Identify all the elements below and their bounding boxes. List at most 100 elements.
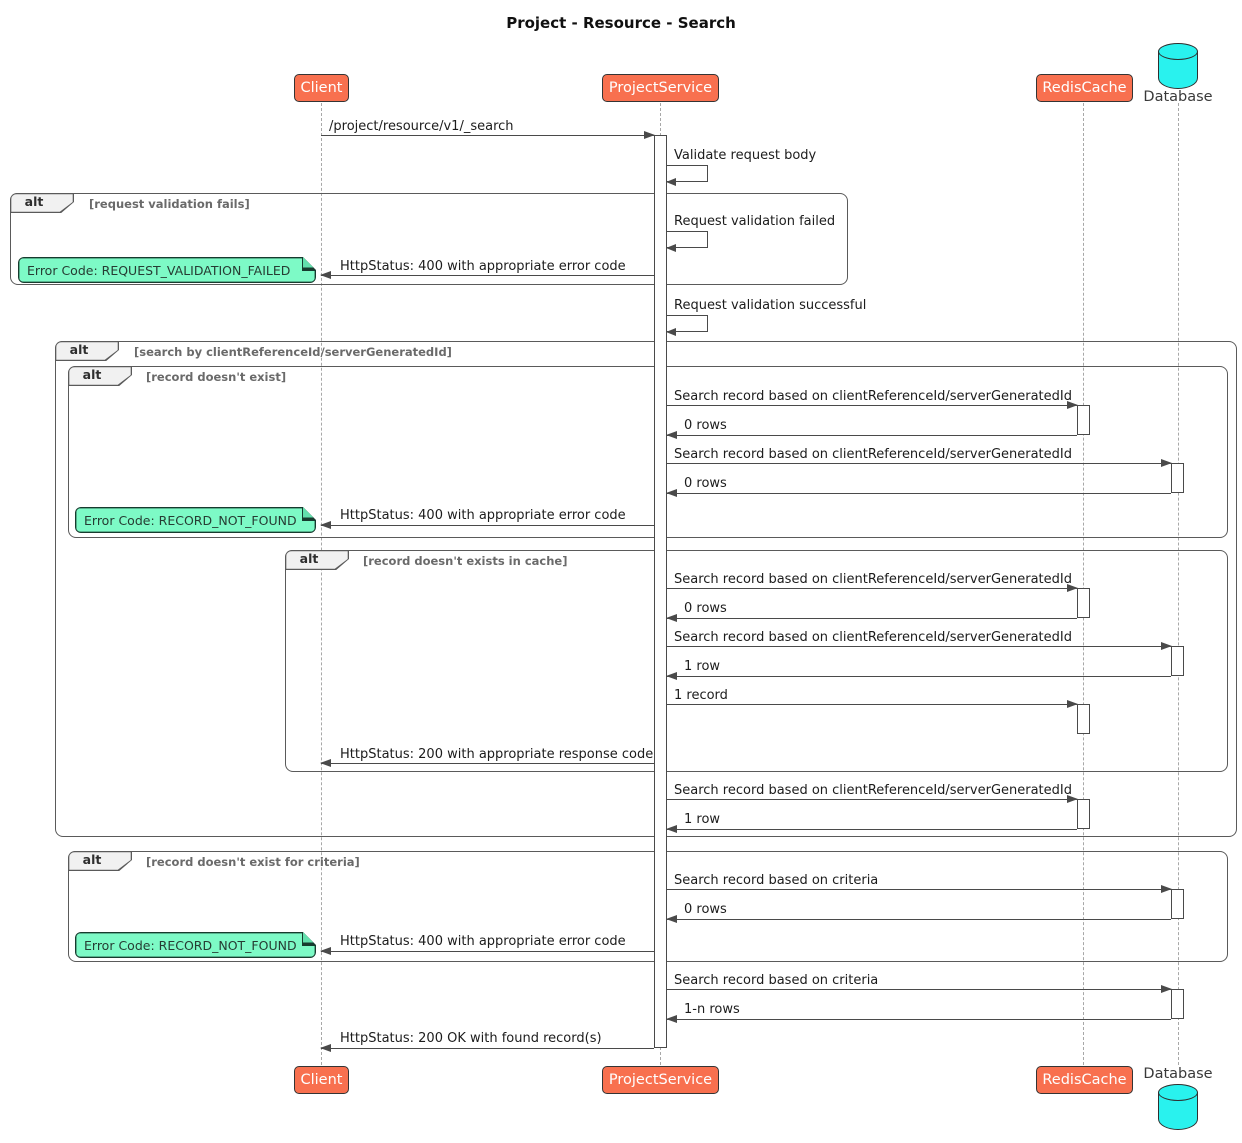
message-label: HttpStatus: 400 with appropriate error c… [340, 508, 626, 523]
participant-projectservice-bottom: ProjectService [602, 1066, 719, 1094]
participant-client-bottom: Client [294, 1066, 349, 1094]
frame-condition: [request validation fails] [89, 197, 250, 211]
message-arrow [666, 430, 1077, 439]
note-fold-icon [302, 932, 314, 943]
message-label: 0 rows [684, 418, 727, 433]
message-arrow [667, 641, 1172, 650]
frame-alt-record-doesnt-exist: alt [record doesn't exist] [68, 366, 1228, 538]
activation-database [1171, 989, 1184, 1019]
message-arrow [320, 520, 654, 529]
self-message-arrow [666, 165, 708, 187]
participant-rediscache-top: RedisCache [1036, 74, 1133, 102]
frame-label: alt [24, 194, 44, 209]
activation-database [1171, 463, 1184, 493]
frame-condition: [search by clientReferenceId/serverGener… [134, 345, 452, 359]
message-label: 1-n rows [684, 1002, 740, 1017]
note-fold-icon [302, 257, 314, 268]
frame-label: alt [82, 852, 102, 867]
message-arrow [667, 583, 1078, 592]
message-label: Request validation failed [674, 214, 836, 229]
message-label: 1 row [684, 659, 721, 674]
frame-alt-request-validation-fails: alt [request validation fails] [10, 193, 848, 285]
participant-rediscache-bottom: RedisCache [1036, 1066, 1133, 1094]
message-arrow [666, 914, 1171, 923]
message-label: Search record based on clientReferenceId… [674, 783, 1072, 798]
message-label: HttpStatus: 400 with appropriate error c… [340, 934, 626, 949]
message-arrow [320, 270, 654, 279]
message-label: HttpStatus: 400 with appropriate error c… [340, 259, 626, 274]
message-label: /project/resource/v1/_search [329, 119, 514, 134]
message-label: Search record based on criteria [674, 873, 879, 888]
activation-projectservice [654, 135, 667, 1048]
message-arrow [666, 824, 1077, 833]
message-label: Validate request body [674, 148, 817, 163]
message-label: Search record based on clientReferenceId… [674, 389, 1072, 404]
activation-rediscache [1077, 588, 1090, 618]
self-message-arrow [666, 231, 708, 253]
note-text: Error Code: REQUEST_VALIDATION_FAILED [27, 262, 291, 278]
database-cylinder-icon [1158, 1084, 1198, 1130]
message-arrow [667, 400, 1078, 409]
message-label: Search record based on criteria [674, 973, 879, 988]
message-label: 0 rows [684, 476, 727, 491]
note-request-validation-failed: Error Code: REQUEST_VALIDATION_FAILED [18, 257, 316, 283]
message-arrow [666, 671, 1171, 680]
participant-database-bottom-label: Database [1143, 1066, 1213, 1082]
activation-rediscache [1077, 799, 1090, 829]
frame-label-tag: alt [55, 341, 119, 361]
message-arrow [321, 130, 655, 139]
message-arrow [667, 794, 1078, 803]
note-record-not-found-1: Error Code: RECORD_NOT_FOUND [75, 507, 316, 533]
message-label: HttpStatus: 200 with appropriate respons… [340, 747, 654, 762]
lifeline-rediscache [1083, 103, 1084, 1065]
note-text: Error Code: RECORD_NOT_FOUND [84, 937, 297, 953]
activation-database [1171, 889, 1184, 919]
frame-label: alt [82, 367, 102, 382]
message-arrow [320, 758, 654, 767]
activation-rediscache [1077, 405, 1090, 435]
message-arrow [666, 613, 1077, 622]
message-label: Search record based on clientReferenceId… [674, 447, 1072, 462]
database-cylinder-top [1158, 43, 1198, 60]
message-arrow [667, 699, 1078, 708]
message-label: 0 rows [684, 601, 727, 616]
activation-database [1171, 646, 1184, 676]
note-record-not-found-2: Error Code: RECORD_NOT_FOUND [75, 932, 316, 958]
self-message-arrow [666, 315, 708, 337]
frame-condition: [record doesn't exists in cache] [363, 554, 568, 568]
frame-condition: [record doesn't exist] [146, 370, 287, 384]
frame-label-tag: alt [68, 851, 132, 871]
message-label: Request validation successful [674, 298, 867, 313]
note-text: Error Code: RECORD_NOT_FOUND [84, 512, 297, 528]
activation-rediscache [1077, 704, 1090, 734]
message-arrow [666, 488, 1171, 497]
participant-projectservice-top: ProjectService [602, 74, 719, 102]
frame-condition: [record doesn't exist for criteria] [146, 855, 360, 869]
diagram-title: Project - Resource - Search [506, 14, 736, 32]
message-arrow [667, 884, 1172, 893]
frame-alt-no-record-for-criteria: alt [record doesn't exist for criteria] [68, 851, 1228, 962]
message-arrow [667, 458, 1172, 467]
frame-label: alt [69, 342, 89, 357]
message-label: Search record based on clientReferenceId… [674, 630, 1072, 645]
message-label: Search record based on clientReferenceId… [674, 572, 1072, 587]
message-label: 1 row [684, 812, 721, 827]
note-fold-icon [302, 507, 314, 518]
lifeline-client [321, 103, 322, 1065]
frame-label: alt [299, 551, 319, 566]
frame-alt-search-by-ids: alt [search by clientReferenceId/serverG… [55, 341, 1237, 837]
frame-label-tag: alt [68, 366, 132, 386]
database-cylinder-top [1158, 1084, 1198, 1101]
frame-alt-record-not-in-cache: alt [record doesn't exists in cache] [285, 550, 1228, 772]
frame-label-tag: alt [10, 193, 74, 213]
message-arrow [320, 1043, 654, 1052]
message-arrow [667, 984, 1172, 993]
database-cylinder-icon [1158, 43, 1198, 89]
message-label: HttpStatus: 200 OK with found record(s) [340, 1031, 602, 1046]
participant-client-top: Client [294, 74, 349, 102]
message-label: 0 rows [684, 902, 727, 917]
message-arrow [666, 1014, 1171, 1023]
message-label: 1 record [674, 688, 728, 703]
lifeline-database [1178, 103, 1179, 1065]
